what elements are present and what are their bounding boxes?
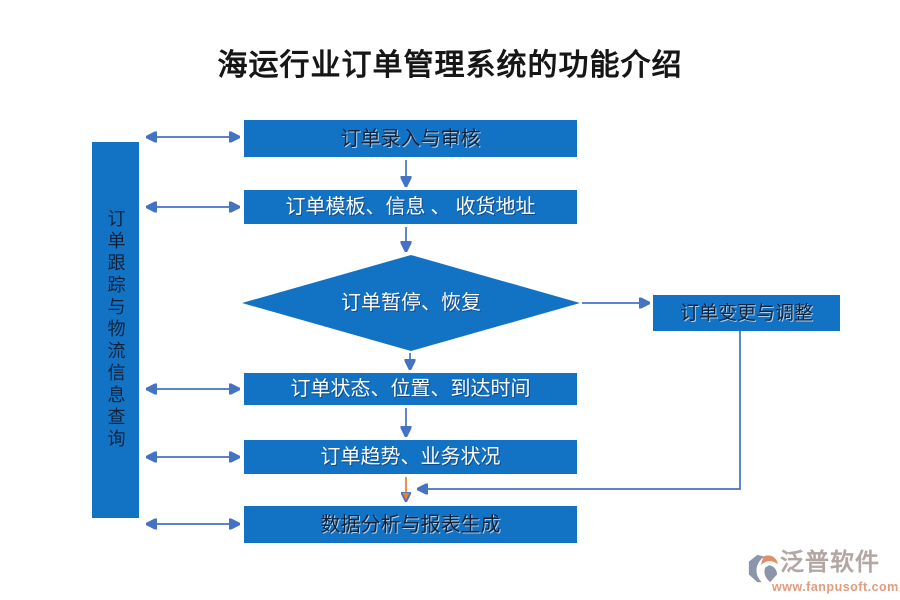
brand-watermark: 泛普软件 www.fanpusoft.com: [745, 549, 899, 594]
node-order-status-location: 订单状态、位置、到达时间: [244, 373, 577, 405]
node-order-template-info: 订单模板、信息 、 收货地址: [244, 190, 577, 224]
node-label: 订单模板、信息 、 收货地址: [285, 196, 536, 218]
fanpu-logo-icon: [748, 554, 778, 583]
node-label: 订单变更与调整: [679, 302, 813, 324]
left-panel-order-tracking: 订单跟踪与物流信息查询: [92, 142, 139, 518]
node-label: 数据分析与报表生成: [320, 513, 501, 536]
node-order-trend-business: 订单趋势、业务状况: [244, 440, 577, 474]
node-label: 订单录入与审核: [340, 127, 481, 150]
node-label: 订单趋势、业务状况: [320, 446, 501, 468]
connector-sidebox-junction: [419, 331, 741, 489]
node-label: 订单暂停、恢复: [341, 292, 481, 314]
node-data-analysis-report: 数据分析与报表生成: [244, 506, 577, 543]
page-title: 海运行业订单管理系统的功能介绍: [217, 49, 683, 82]
node-order-change-adjust: 订单变更与调整: [653, 295, 840, 331]
brand-name: 泛普软件: [780, 550, 880, 576]
brand-url: www.fanpusoft.com: [772, 580, 899, 594]
left-panel-label: 订单跟踪与物流信息查询: [105, 209, 126, 451]
node-order-entry-review: 订单录入与审核: [244, 120, 577, 157]
node-label: 订单状态、位置、到达时间: [290, 378, 531, 400]
